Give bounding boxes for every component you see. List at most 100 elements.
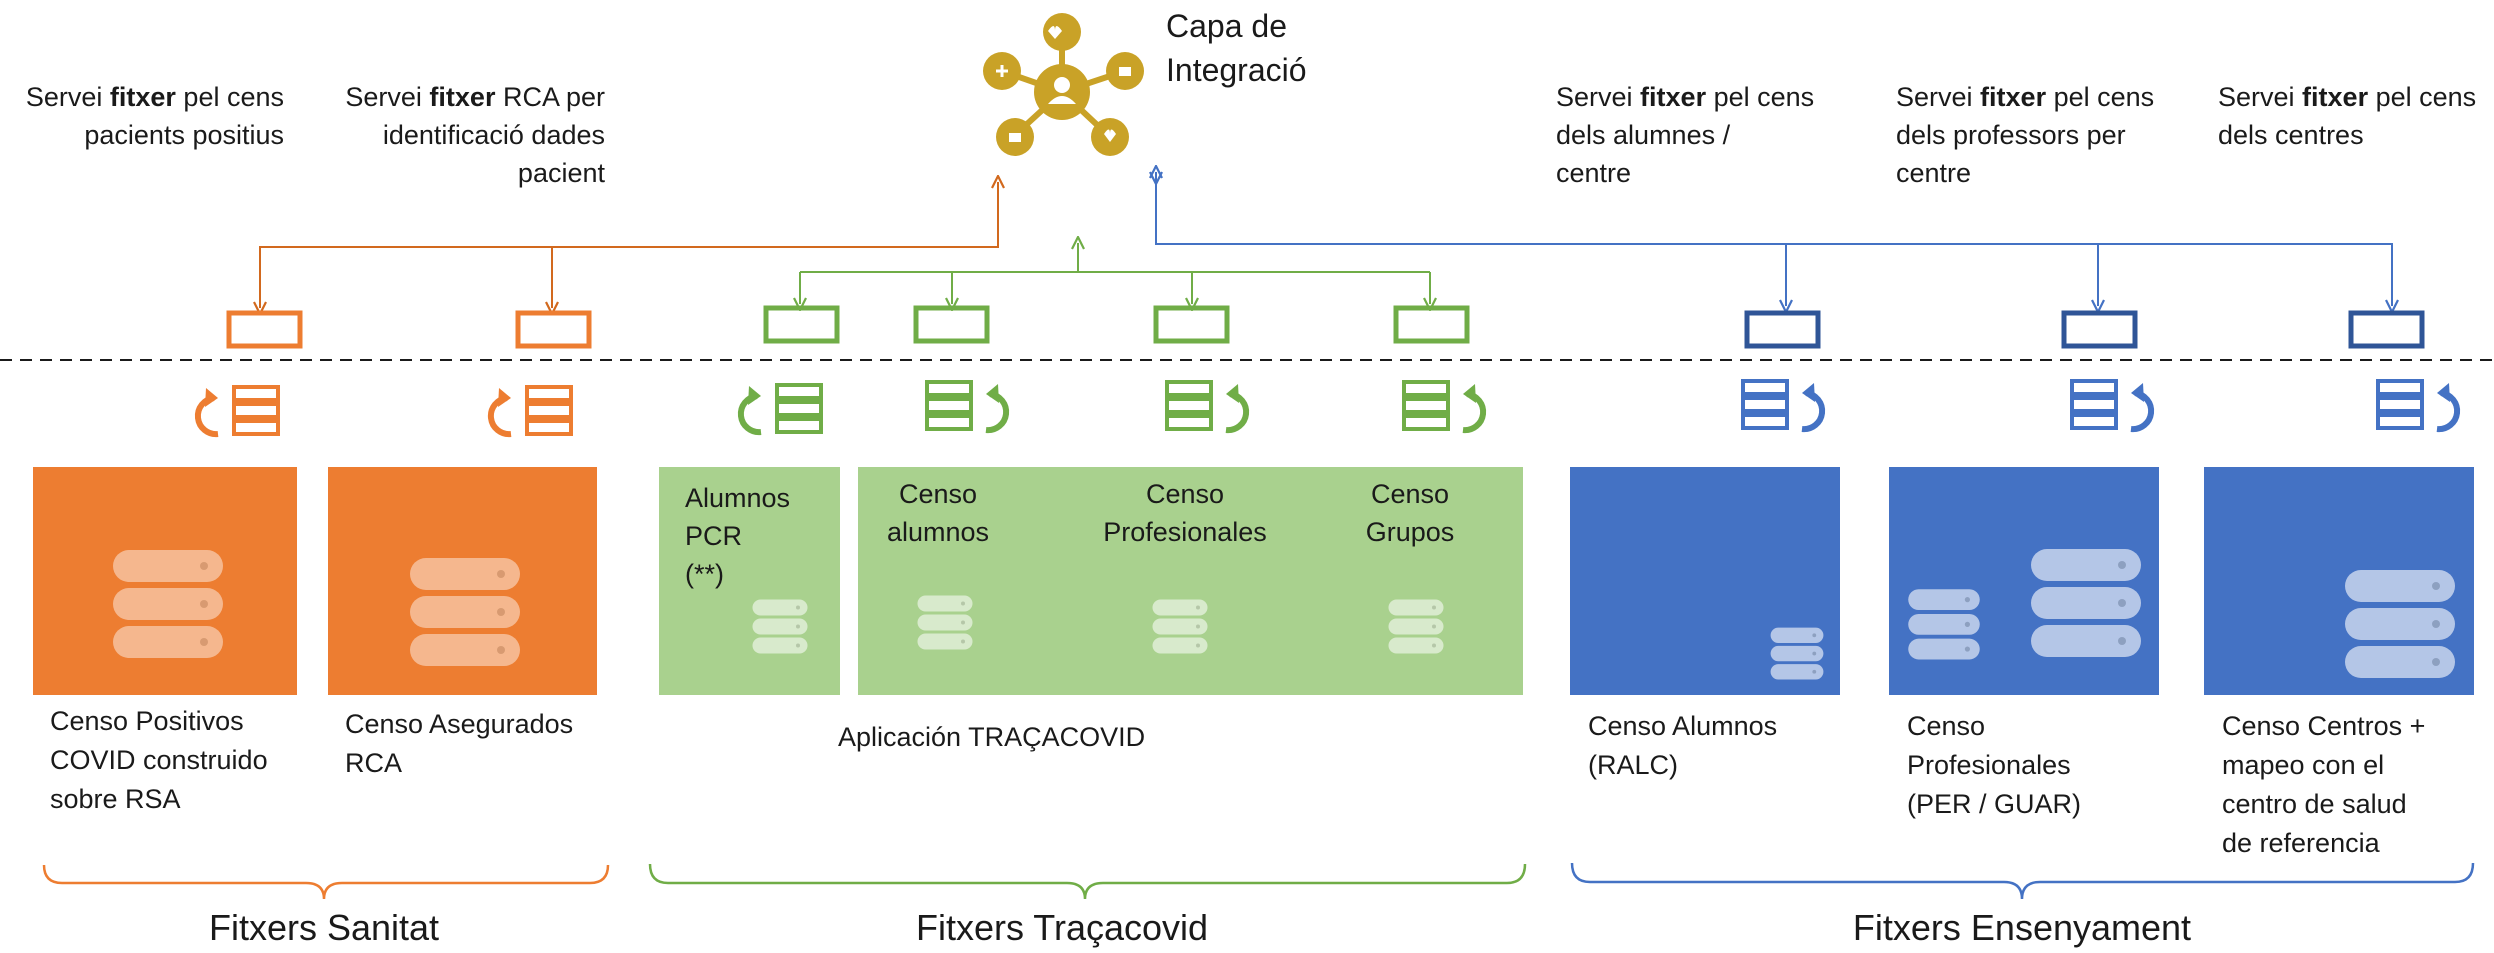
caption-line: sobre RSA bbox=[50, 784, 181, 814]
caption-centros: Censo Centros + mapeo con el centro de s… bbox=[2222, 707, 2425, 863]
svc-pre: Servei bbox=[25, 82, 110, 112]
file-refresh-icon bbox=[194, 385, 280, 438]
svc-line2: dels alumnes / bbox=[1556, 120, 1731, 150]
panel-tracacovid bbox=[858, 467, 1523, 695]
group-title-sanitat: Fitxers Sanitat bbox=[208, 907, 440, 948]
svc-pre: Servei bbox=[2218, 82, 2303, 112]
caption-line: Profesionales bbox=[1907, 750, 2071, 780]
svc-bold: fitxer bbox=[429, 82, 496, 112]
svc-pre: Servei bbox=[1556, 82, 1641, 112]
service-text-professors: Servei fitxer pel cens dels professors p… bbox=[1896, 78, 2196, 192]
file-refresh-icon bbox=[925, 380, 1010, 434]
svc-line3: pacient bbox=[517, 158, 605, 188]
service-text-pacients-positius: Servei fitxer pel cens pacients positius bbox=[0, 78, 284, 154]
service-box-ralc bbox=[1744, 310, 1821, 349]
file-refresh-icon bbox=[1402, 380, 1487, 434]
caption-line: RCA bbox=[345, 748, 403, 778]
label-censo-profesionales: Censo Profesionales bbox=[1085, 475, 1285, 551]
label-line: Alumnos bbox=[685, 483, 791, 513]
caption-line: (RALC) bbox=[1588, 750, 1679, 780]
label-line: Censo bbox=[1370, 479, 1450, 509]
service-text-alumnes: Servei fitxer pel cens dels alumnes / ce… bbox=[1556, 78, 1856, 192]
label-censo-alumnos: Censo alumnos bbox=[880, 475, 996, 551]
ensenyament-connectors bbox=[1156, 172, 2392, 306]
service-box-rca bbox=[515, 310, 592, 349]
svc-line3: centre bbox=[1896, 158, 1972, 188]
label-line: Profesionales bbox=[1103, 517, 1267, 547]
svc-post: pel cens bbox=[2368, 82, 2477, 112]
tracacovid-connectors bbox=[800, 243, 1430, 304]
database-icon bbox=[2345, 570, 2455, 678]
label-censo-grupos: Censo Grupos bbox=[1355, 475, 1465, 551]
svc-line2: dels professors per bbox=[1896, 120, 2126, 150]
group-title-ensenyament: Fitxers Ensenyament bbox=[1852, 907, 2192, 948]
panel-alumnos-pcr bbox=[659, 467, 840, 695]
file-refresh-icon bbox=[1165, 380, 1250, 434]
svc-post: pel cens bbox=[1706, 82, 1815, 112]
sanitat-bracket bbox=[42, 864, 610, 900]
integration-title: Capa de Integració bbox=[1166, 4, 1307, 92]
tracacovid-bracket bbox=[648, 863, 1527, 900]
svc-bold: fitxer bbox=[1980, 82, 2047, 112]
caption-line: de referencia bbox=[2222, 828, 2380, 858]
caption-line: (PER / GUAR) bbox=[1907, 789, 2082, 819]
service-box-censo-profesionales bbox=[1153, 305, 1230, 344]
caption-line: Censo Positivos bbox=[50, 706, 244, 736]
integration-title-line2: Integració bbox=[1166, 52, 1307, 88]
label-line: Censo bbox=[898, 479, 978, 509]
service-box-censo-grupos bbox=[1393, 305, 1470, 344]
caption-tracacovid: Aplicación TRAÇACOVID bbox=[838, 722, 1146, 752]
label-line: Censo bbox=[1145, 479, 1225, 509]
file-refresh-icon bbox=[487, 385, 573, 438]
caption-line: Censo Alumnos bbox=[1588, 711, 1778, 741]
database-icon bbox=[113, 550, 223, 658]
label-line: PCR bbox=[685, 521, 743, 551]
database-icon bbox=[1388, 599, 1444, 654]
service-box-centres bbox=[2348, 310, 2425, 349]
svc-post: RCA per bbox=[495, 82, 605, 112]
svc-post: pel cens bbox=[2046, 82, 2155, 112]
svc-bold: fitxer bbox=[109, 82, 176, 112]
file-refresh-icon bbox=[2376, 379, 2461, 433]
database-icon bbox=[1908, 589, 1980, 660]
svc-bold: fitxer bbox=[1640, 82, 1707, 112]
database-icon bbox=[1770, 627, 1824, 680]
file-refresh-icon bbox=[2070, 379, 2155, 433]
caption-line: mapeo con el bbox=[2222, 750, 2385, 780]
database-icon bbox=[2031, 549, 2141, 657]
label-line: Grupos bbox=[1365, 517, 1455, 547]
database-icon bbox=[917, 595, 973, 650]
svc-line2: identificació dades bbox=[382, 120, 605, 150]
service-box-positius bbox=[226, 310, 303, 349]
svc-line2: pacients positius bbox=[84, 120, 284, 150]
file-refresh-icon bbox=[737, 383, 823, 436]
ensenyament-bracket bbox=[1570, 862, 2475, 900]
service-text-rca: Servei fitxer RCA per identificació dade… bbox=[300, 78, 605, 192]
label-line: alumnos bbox=[886, 517, 990, 547]
caption-line: Censo Centros + bbox=[2222, 711, 2426, 741]
label-alumnos-pcr: Alumnos PCR (**) bbox=[685, 479, 790, 593]
group-title-tracacovid: Fitxers Traçacovid bbox=[915, 907, 1209, 948]
label-line: (**) bbox=[685, 559, 724, 589]
caption-line: Censo Asegurados bbox=[345, 709, 574, 739]
integration-title-line1: Capa de bbox=[1166, 8, 1287, 44]
caption-line: Censo bbox=[1907, 711, 1986, 741]
service-text-centres: Servei fitxer pel cens dels centres bbox=[2218, 78, 2494, 154]
caption-censo-asegurados: Censo Asegurados RCA bbox=[345, 705, 573, 783]
service-box-per-guar bbox=[2061, 310, 2138, 349]
svc-line3: centre bbox=[1556, 158, 1632, 188]
service-box-censo-alumnos bbox=[913, 305, 990, 344]
service-box-alumnos-pcr bbox=[763, 305, 840, 344]
svc-pre: Servei bbox=[1896, 82, 1981, 112]
sanitat-connectors bbox=[260, 182, 998, 308]
caption-ralc: Censo Alumnos (RALC) bbox=[1588, 707, 1777, 785]
svc-bold: fitxer bbox=[2302, 82, 2369, 112]
file-refresh-icon bbox=[1741, 379, 1826, 433]
svc-line2: dels centres bbox=[2218, 120, 2364, 150]
database-icon bbox=[1152, 599, 1208, 654]
caption-per-guar: Censo Profesionales (PER / GUAR) bbox=[1907, 707, 2081, 824]
svc-post: pel cens bbox=[175, 82, 284, 112]
caption-censo-positivos: Censo Positivos COVID construido sobre R… bbox=[50, 702, 268, 819]
caption-line: centro de salud bbox=[2222, 789, 2407, 819]
